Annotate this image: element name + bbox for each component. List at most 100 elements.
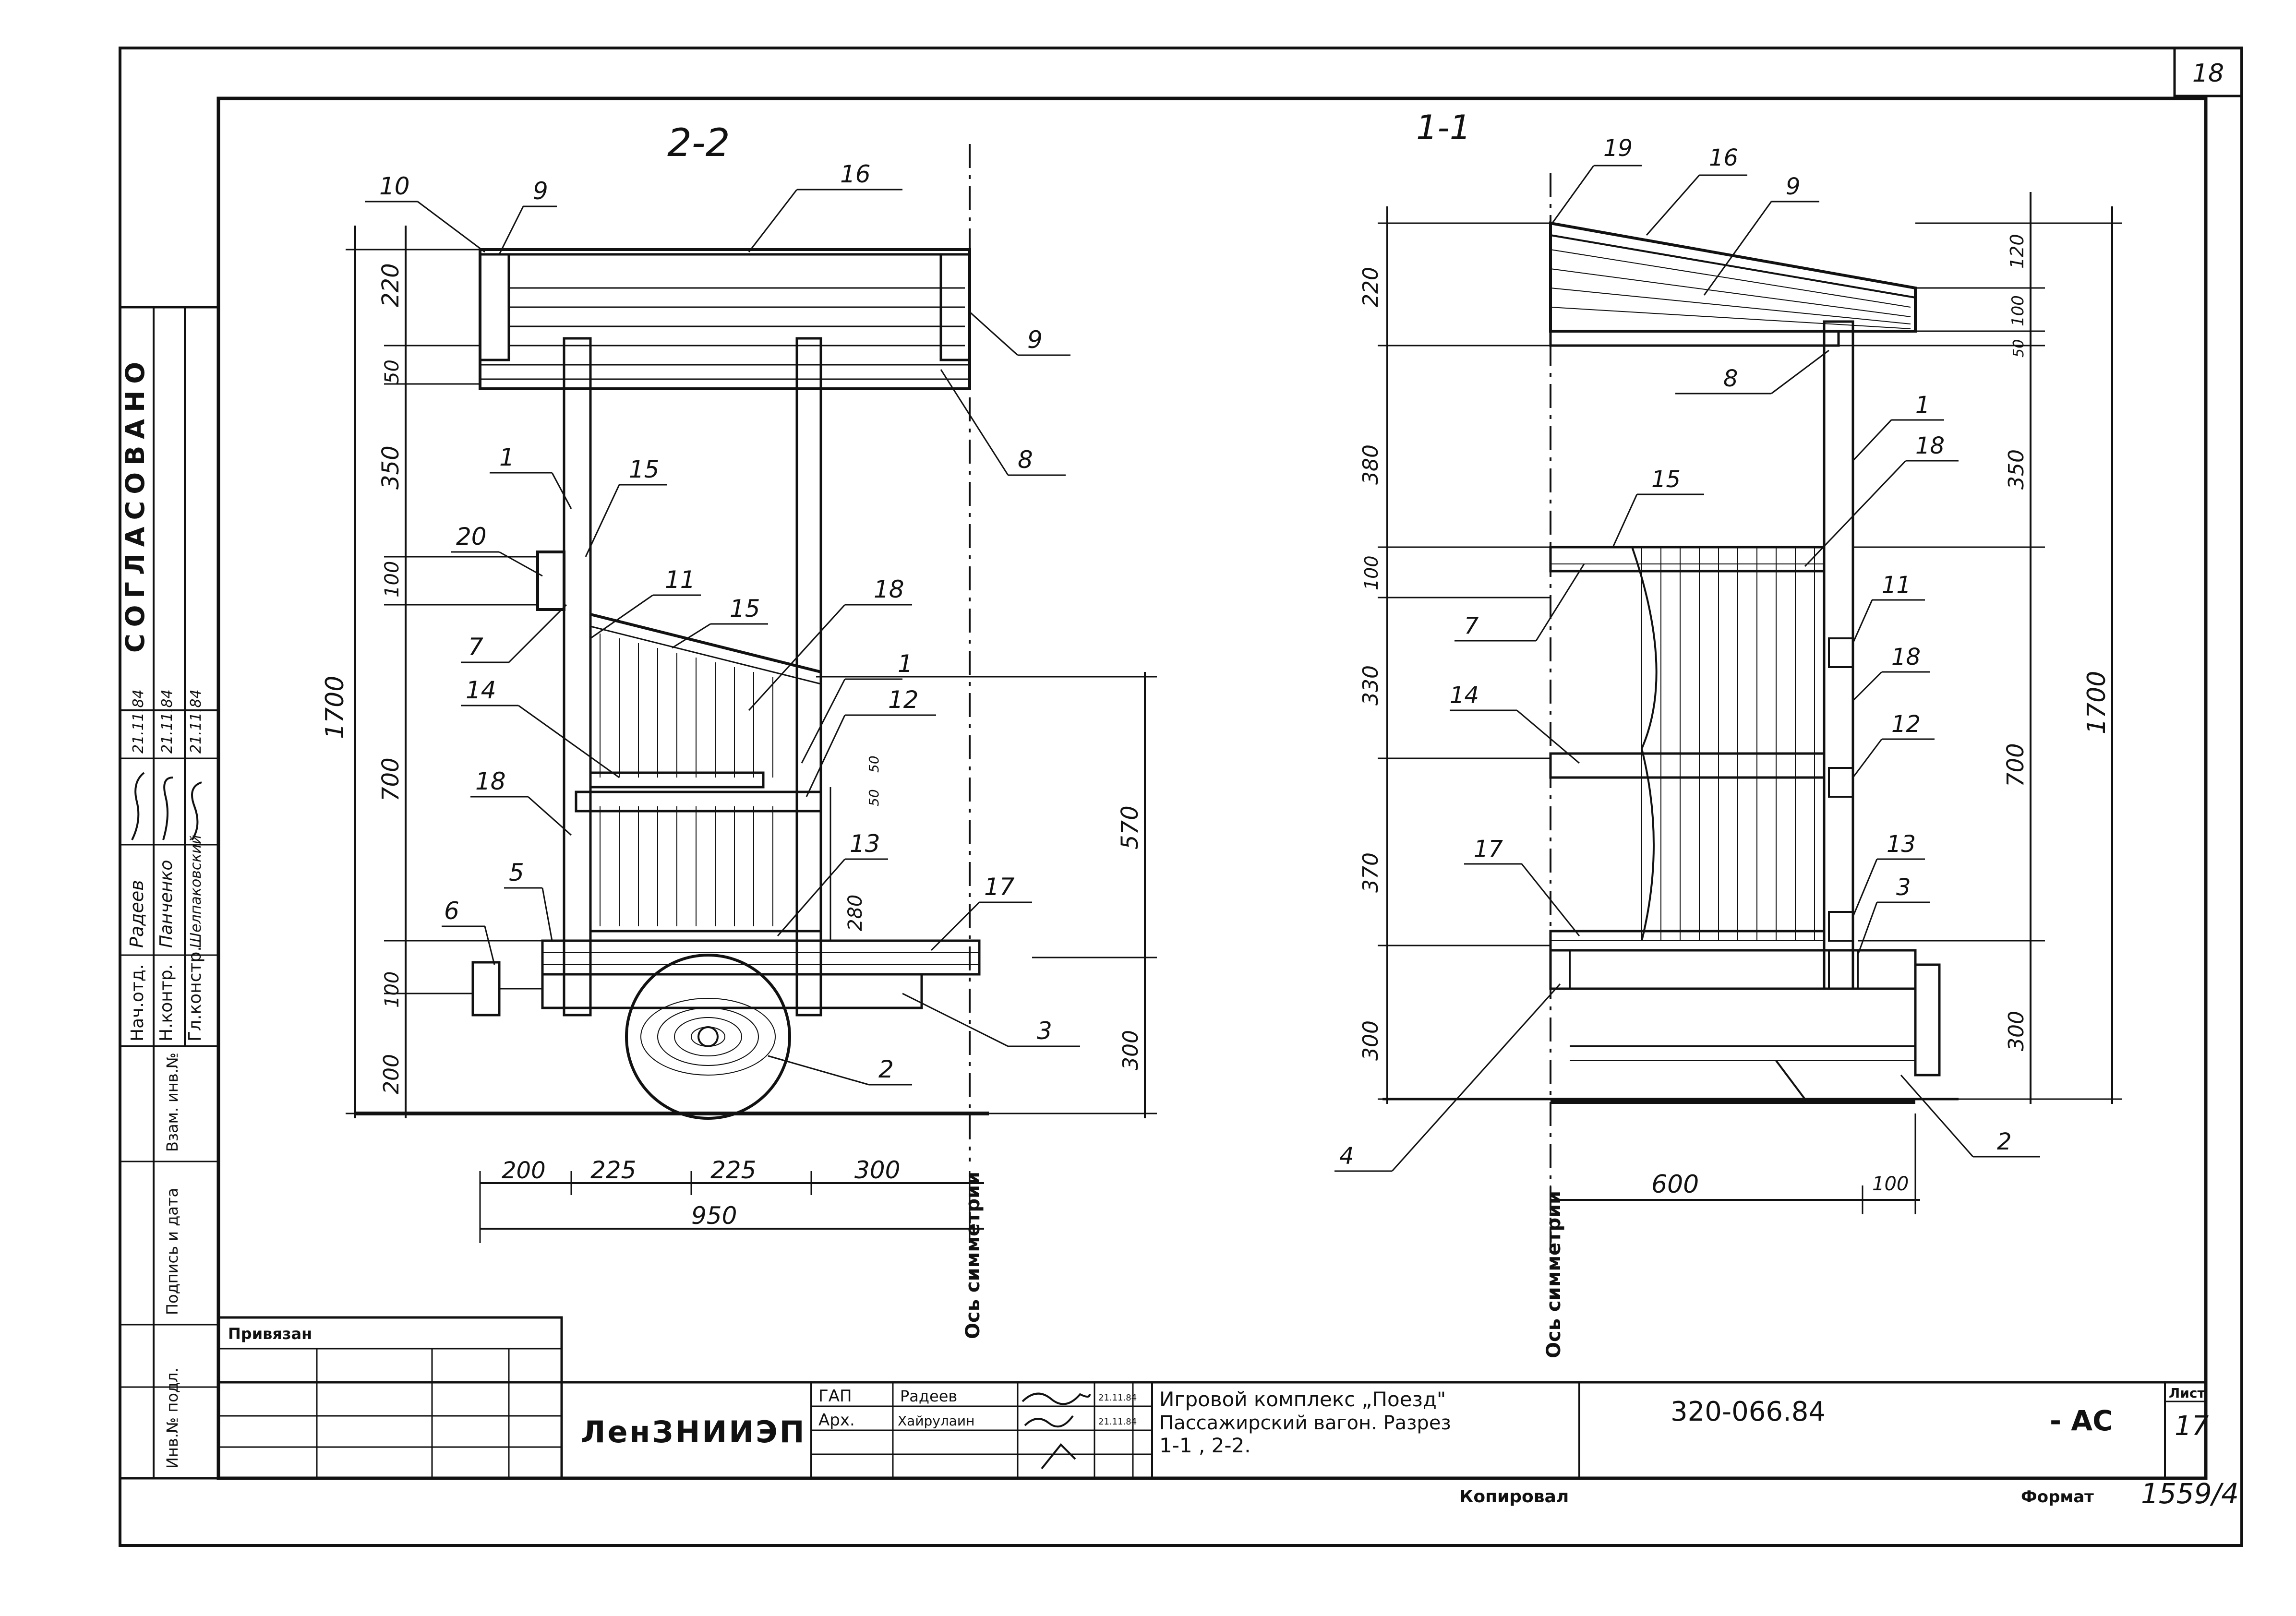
doc-suffix: - АС	[2050, 1404, 2113, 1437]
dim-left-overall: 1700	[321, 676, 349, 739]
r-callout-12: 12	[1891, 711, 1921, 738]
r-callout-11: 11	[1882, 572, 1911, 599]
format-label: Формат	[2021, 1487, 2094, 1507]
block-11	[1828, 637, 1854, 668]
stamp-date-0: 21.11.84	[1098, 1393, 1137, 1403]
format-value: 1559/4	[2141, 1477, 2239, 1510]
curved-edge	[1631, 547, 1658, 941]
title-line-0: Игровой комплекс „Поезд"	[1159, 1388, 1446, 1411]
seat-14	[1549, 752, 1826, 779]
bumper-6	[471, 961, 501, 1017]
roof-beam-right	[1549, 330, 1840, 347]
callout-16: 16	[840, 160, 871, 188]
callout-18b: 18	[475, 767, 506, 795]
dim-h-3: 300	[854, 1156, 900, 1184]
dim-r-left-1: 380	[1358, 444, 1383, 485]
dim-left-6: 200	[379, 1054, 404, 1094]
r-callout-9: 9	[1786, 173, 1801, 200]
dim-r-right-1: 100	[2008, 295, 2028, 326]
stamp-role-1: Арх.	[818, 1411, 855, 1430]
callout-1a: 1	[499, 443, 515, 471]
post-left	[563, 337, 592, 1017]
dim-r-left-3: 330	[1358, 665, 1383, 706]
callout-8: 8	[1018, 446, 1033, 474]
seat-board-14	[589, 771, 765, 789]
dim-r-left-5: 300	[1358, 1020, 1383, 1061]
r-callout-17: 17	[1474, 836, 1503, 862]
list-label: Лист	[2169, 1385, 2205, 1401]
callout-9b: 9	[1027, 326, 1043, 354]
wall-hatch-left	[600, 634, 773, 926]
dim-h-0: 200	[502, 1157, 546, 1184]
block-3r	[1828, 949, 1859, 990]
title-stamp: Привязан ЛенЗНИИЭП ГАП Арх. Радеев Хайру…	[217, 1316, 2209, 1480]
sheet-number-bottom: 17	[2175, 1411, 2209, 1442]
callout-15b: 15	[730, 595, 760, 622]
r-callout-18b: 18	[1891, 644, 1921, 670]
wheel-left	[625, 954, 791, 1120]
col-label-0: Инв.№ подл.	[163, 1367, 181, 1469]
signature-left-1	[162, 777, 173, 840]
org-name: ЛенЗНИИЭП	[581, 1414, 806, 1449]
callouts-left	[365, 189, 1080, 1086]
roof-left	[479, 248, 971, 390]
left-date-2: 21.11.84	[188, 689, 204, 754]
r-callout-14: 14	[1450, 682, 1479, 709]
roof-hatch-left	[480, 287, 970, 380]
callout-12: 12	[888, 686, 919, 714]
r-callout-19: 19	[1603, 135, 1633, 162]
stamp-name-0: Радеев	[900, 1387, 957, 1405]
dim-small-280: 280	[844, 895, 866, 931]
privyazan-box	[217, 1316, 563, 1480]
dim-ticks-left	[346, 249, 542, 1114]
col-label-2: Взам. инв.№	[163, 1053, 181, 1152]
left-role-1: Н.контр.	[156, 964, 176, 1041]
dim-small-50a: 50	[866, 755, 882, 773]
left-date-0: 21.11.84	[130, 689, 147, 754]
section-2-2: 2-2	[321, 120, 1157, 1339]
r-callout-18a: 18	[1915, 432, 1945, 459]
left-role-0: Нач.отд.	[128, 964, 147, 1041]
left-name-0: Радеев	[126, 880, 147, 948]
callouts-right	[1334, 165, 2040, 1172]
callout-labels-right: 19 16 9 8 1 18 15 7 11 14 18 12 17 13 3 …	[1339, 135, 2012, 1170]
stamp-signature-2	[1041, 1443, 1076, 1470]
dim-left-0: 220	[377, 263, 404, 307]
r-callout-7: 7	[1464, 612, 1479, 639]
roof-end-left	[479, 253, 510, 361]
section-1-1: 1-1	[1334, 108, 2122, 1358]
axis-label-left: Ось симметрии	[962, 1172, 984, 1339]
wall-hatch-right	[1641, 547, 1815, 941]
window-sill-7	[1549, 546, 1826, 573]
dim-r-right-5: 300	[2004, 1011, 2029, 1051]
dim-h-2: 225	[710, 1156, 756, 1184]
r-callout-15: 15	[1651, 466, 1681, 493]
callout-2: 2	[878, 1055, 894, 1083]
dim-r-left-2: 100	[1361, 555, 1382, 590]
stamp-signature-0	[1022, 1392, 1091, 1405]
dim-r-right-0: 120	[2007, 234, 2028, 269]
block-13	[1828, 911, 1854, 942]
dim-r-overall: 1700	[2082, 671, 2111, 734]
view-title-right: 1-1	[1416, 108, 1471, 147]
r-callout-1: 1	[1915, 392, 1930, 419]
kopiroval-label: Копировал	[1459, 1487, 1569, 1507]
left-name-2: Шелпаковский	[188, 835, 204, 948]
callout-5: 5	[509, 859, 524, 886]
left-date-1: 21.11.84	[159, 689, 176, 754]
dim-left-2: 350	[377, 445, 404, 490]
soglasovano-label: СОГЛАСОВАНО	[120, 355, 150, 653]
title-line-2: 1-1 , 2-2.	[1159, 1434, 1251, 1457]
stamp-date-1: 21.11.84	[1098, 1417, 1137, 1427]
callout-13: 13	[850, 830, 880, 858]
wheel-hub-left	[697, 1026, 719, 1047]
sheet-number-box	[2173, 47, 2243, 97]
callout-11: 11	[665, 566, 696, 594]
callout-15a: 15	[629, 455, 660, 483]
dim-h-1: 225	[590, 1156, 636, 1184]
r-callout-8: 8	[1723, 365, 1738, 392]
dim-left-3: 100	[381, 561, 403, 598]
stamp-name-1: Хайрулаин	[898, 1413, 974, 1429]
base-beam-3	[1549, 949, 1917, 990]
